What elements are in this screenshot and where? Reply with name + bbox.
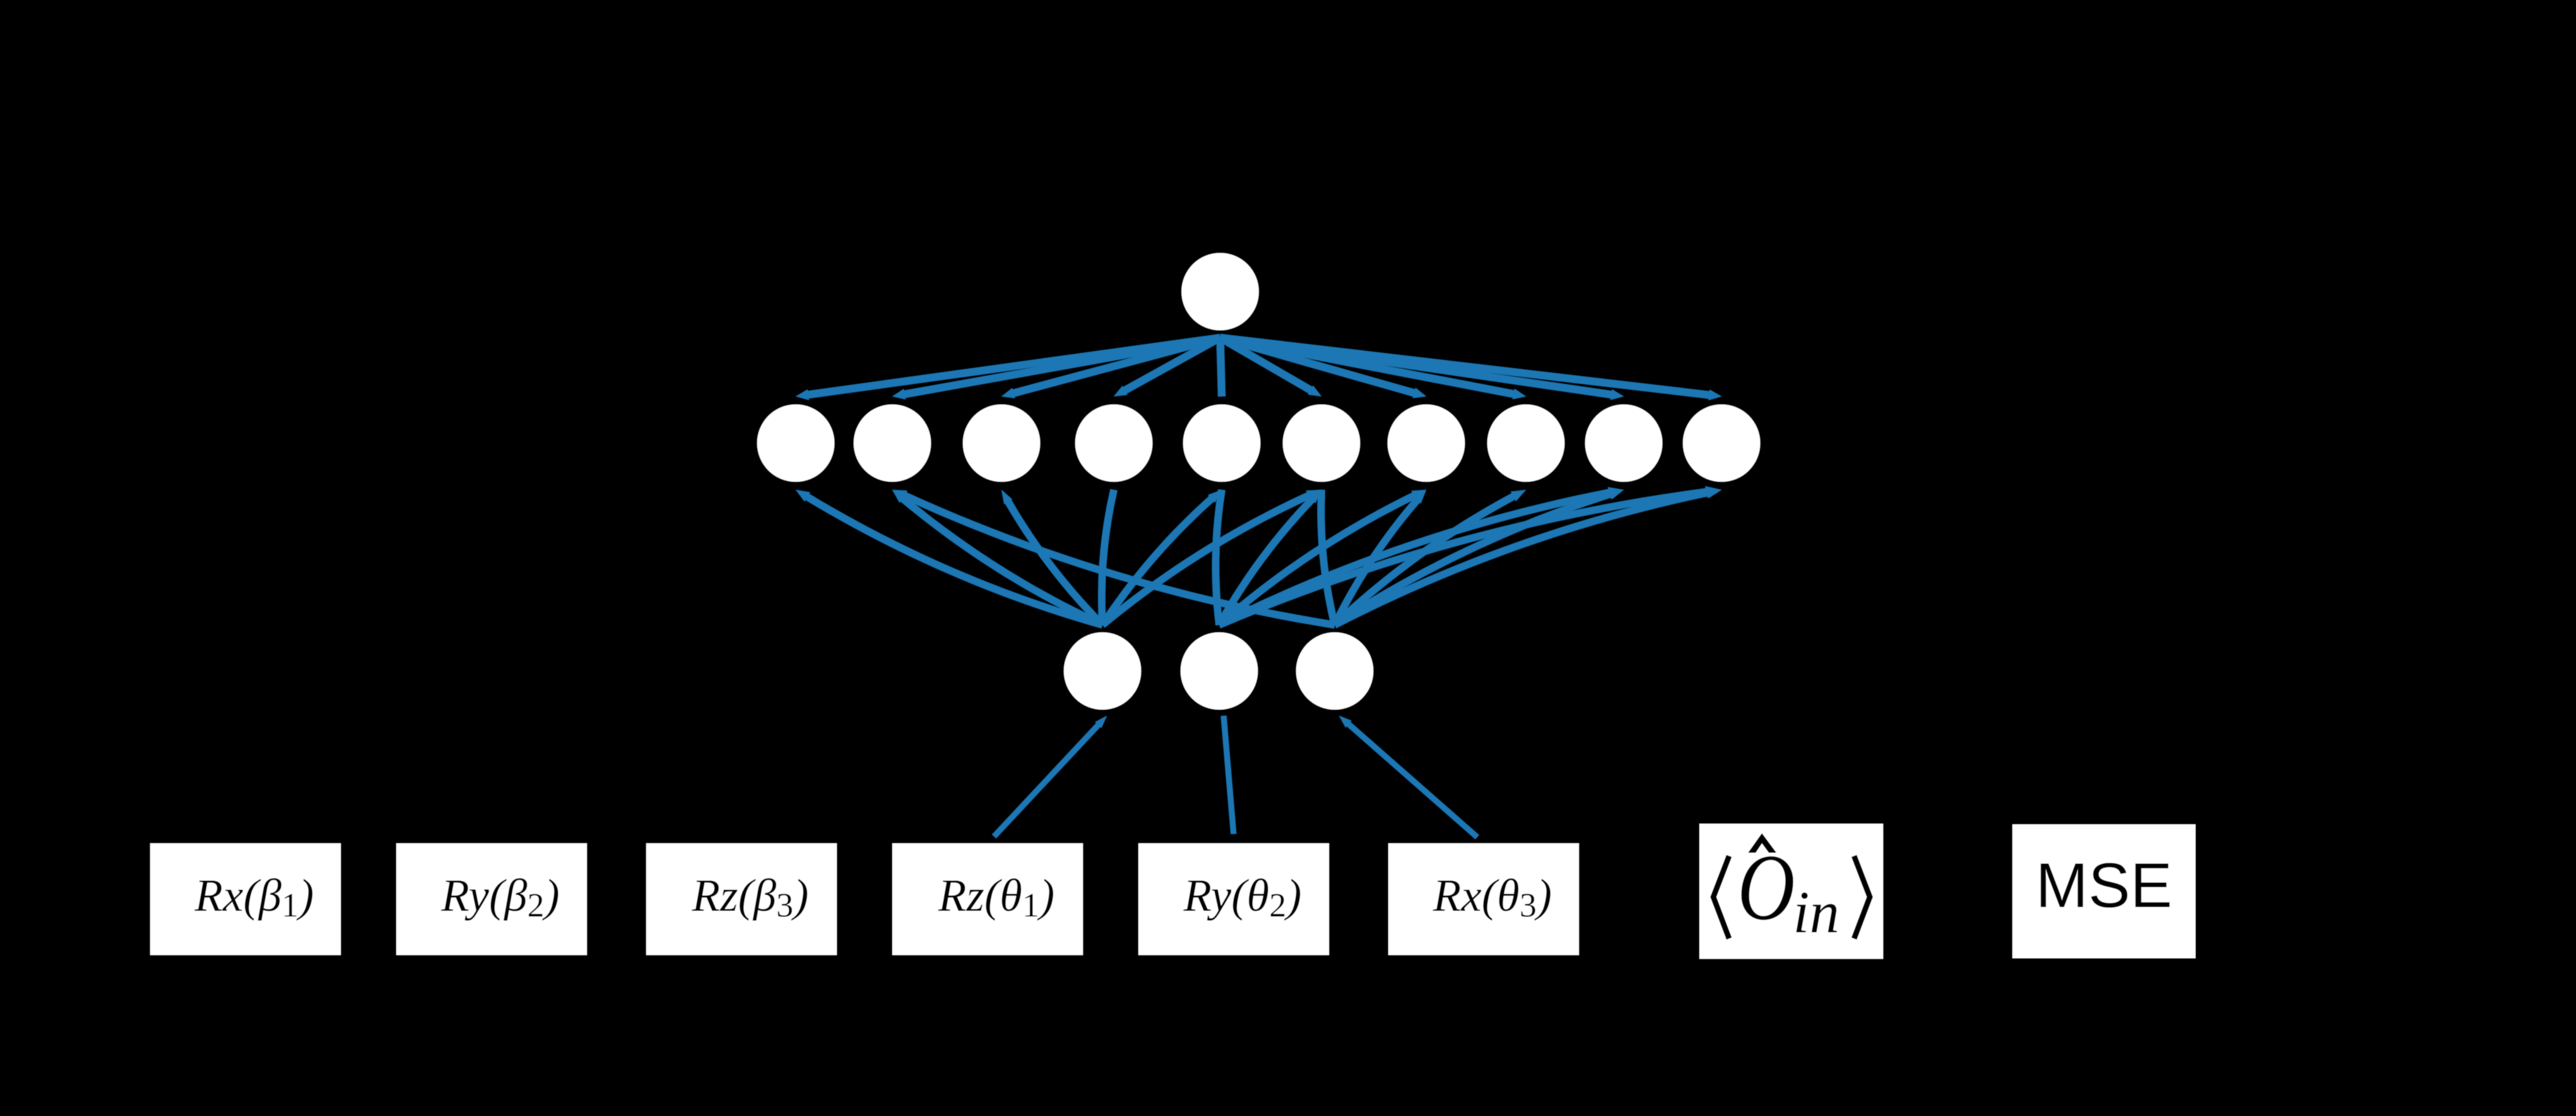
svg-text:MSE: MSE	[2036, 850, 2173, 921]
svg-text:in: in	[1793, 879, 1840, 946]
svg-text:O: O	[1737, 835, 1795, 940]
